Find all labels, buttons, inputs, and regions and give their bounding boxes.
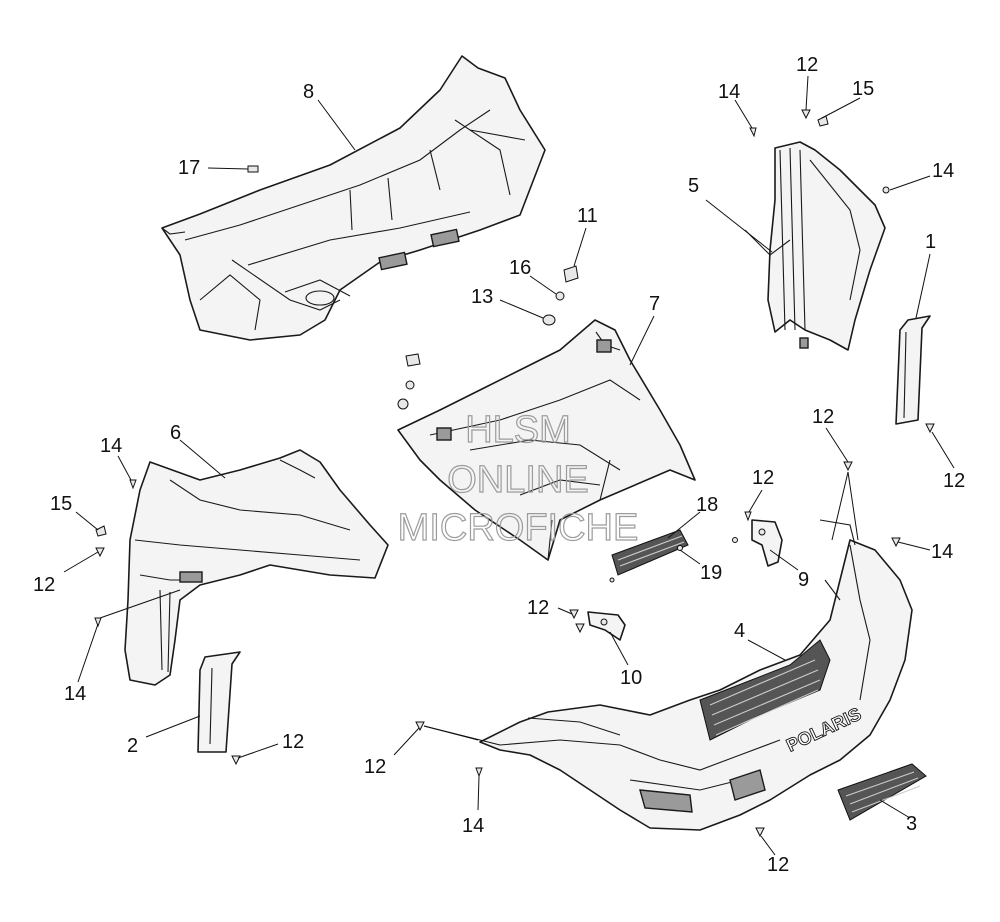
part-4-front-bumper[interactable]: POLARIS bbox=[479, 519, 913, 831]
callout-14-bottom[interactable]: 14 bbox=[462, 815, 484, 837]
callout-10[interactable]: 10 bbox=[620, 667, 642, 689]
bolt-icon bbox=[415, 721, 425, 732]
callout-1[interactable]: 1 bbox=[925, 231, 936, 253]
bolt-icon bbox=[677, 545, 683, 551]
bolt-icon bbox=[801, 109, 811, 120]
bolt-icon bbox=[755, 827, 765, 838]
callout-12-left[interactable]: 12 bbox=[33, 574, 55, 596]
nut-icon bbox=[397, 398, 409, 410]
bolt-icon bbox=[744, 511, 752, 522]
nut-icon bbox=[405, 380, 415, 390]
part-7-hood[interactable] bbox=[397, 319, 696, 561]
bolt-icon bbox=[129, 479, 137, 490]
watermark-line-3: MICROFICHE bbox=[398, 507, 639, 549]
nut-icon bbox=[555, 291, 565, 301]
part-1-trim-strip[interactable] bbox=[895, 315, 931, 425]
callout-5[interactable]: 5 bbox=[688, 175, 699, 197]
callout-17[interactable]: 17 bbox=[178, 157, 200, 179]
callout-labels: 8 17 11 16 13 7 12 15 14 14 5 1 12 12 12… bbox=[33, 54, 965, 876]
part-6-left-fender[interactable] bbox=[124, 449, 389, 686]
bolt-icon bbox=[925, 423, 935, 434]
part-10-bracket[interactable] bbox=[587, 611, 626, 641]
bolt-icon bbox=[94, 617, 102, 628]
callout-16[interactable]: 16 bbox=[509, 257, 531, 279]
callout-3[interactable]: 3 bbox=[906, 813, 917, 835]
callout-14-left[interactable]: 14 bbox=[100, 435, 122, 457]
bolt-icon bbox=[732, 537, 738, 543]
callout-9[interactable]: 9 bbox=[798, 569, 809, 591]
bumper-grille bbox=[699, 639, 831, 741]
watermark-line-2: ONLINE bbox=[447, 459, 588, 501]
fasteners bbox=[94, 109, 935, 838]
callout-12-strip[interactable]: 12 bbox=[282, 731, 304, 753]
callout-19[interactable]: 19 bbox=[700, 562, 722, 584]
part-8-dash-panel[interactable] bbox=[161, 55, 546, 341]
bolt-icon bbox=[749, 127, 757, 138]
callout-12-mid[interactable]: 12 bbox=[527, 597, 549, 619]
bolt-icon bbox=[843, 461, 853, 472]
part-9-bracket[interactable] bbox=[751, 519, 783, 567]
callout-12-top[interactable]: 12 bbox=[796, 54, 818, 76]
clip-icon bbox=[95, 525, 107, 537]
callout-8[interactable]: 8 bbox=[303, 81, 314, 103]
clip-icon bbox=[563, 265, 579, 283]
callout-15-top[interactable]: 15 bbox=[852, 78, 874, 100]
callout-11[interactable]: 11 bbox=[577, 205, 598, 227]
callout-14-bumper[interactable]: 14 bbox=[931, 541, 953, 563]
callout-12-bottom[interactable]: 12 bbox=[767, 854, 789, 876]
callout-2[interactable]: 2 bbox=[127, 735, 138, 757]
bolt-icon bbox=[609, 577, 615, 583]
callout-12-bracket[interactable]: 12 bbox=[752, 467, 774, 489]
watermark: HLSM ONLINE MICROFICHE bbox=[397, 408, 639, 549]
callout-12-right[interactable]: 12 bbox=[943, 470, 965, 492]
callout-13[interactable]: 13 bbox=[471, 286, 493, 308]
callout-12-bottom-left[interactable]: 12 bbox=[364, 756, 386, 778]
callout-15-left[interactable]: 15 bbox=[50, 493, 72, 515]
part-5-side-panel-right[interactable] bbox=[744, 141, 886, 351]
callout-4[interactable]: 4 bbox=[734, 620, 745, 642]
bolt-icon bbox=[475, 767, 483, 778]
callout-18[interactable]: 18 bbox=[696, 494, 718, 516]
nut-icon bbox=[542, 314, 556, 326]
callout-7[interactable]: 7 bbox=[649, 293, 660, 315]
callout-14-left-lower[interactable]: 14 bbox=[64, 683, 86, 705]
part-3-grille-insert[interactable] bbox=[837, 763, 927, 821]
clip-icon bbox=[405, 353, 421, 367]
bolt-icon bbox=[247, 165, 259, 173]
part-18-grille[interactable] bbox=[611, 529, 689, 576]
callout-14-right[interactable]: 14 bbox=[932, 160, 954, 182]
callout-12-bumper-top[interactable]: 12 bbox=[812, 406, 834, 428]
leader-lines bbox=[63, 75, 955, 856]
callout-14-top[interactable]: 14 bbox=[718, 81, 740, 103]
callout-6[interactable]: 6 bbox=[170, 422, 181, 444]
bolt-icon bbox=[575, 623, 585, 634]
watermark-line-1: HLSM bbox=[465, 409, 571, 451]
bolt-icon bbox=[882, 186, 890, 194]
part-2-lower-trim[interactable] bbox=[197, 651, 241, 753]
